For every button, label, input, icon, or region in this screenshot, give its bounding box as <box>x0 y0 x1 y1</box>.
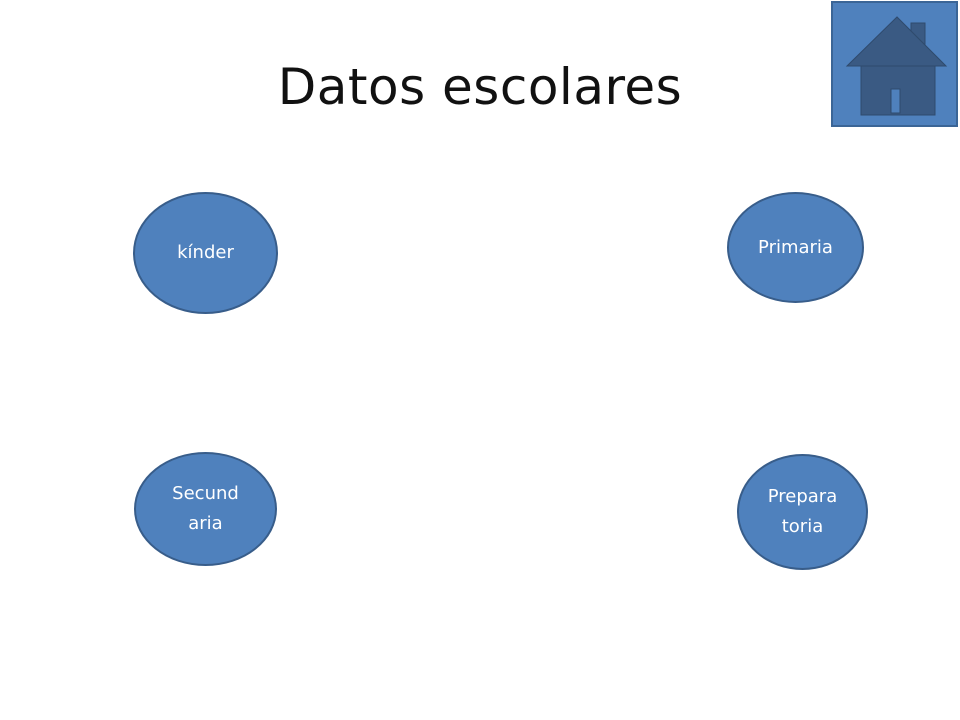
node-primaria[interactable]: Primaria <box>727 192 864 303</box>
home-button[interactable] <box>831 1 958 127</box>
node-kinder-label: kínder <box>177 242 234 263</box>
node-primaria-label: Primaria <box>758 236 833 258</box>
house-icon <box>845 16 948 116</box>
slide-title: Datos escolares <box>277 58 683 116</box>
node-preparatoria[interactable]: Prepara toria <box>737 454 868 570</box>
node-kinder[interactable]: kínder <box>133 192 278 314</box>
node-secundaria-label: Secund aria <box>172 483 239 534</box>
node-preparatoria-label: Prepara toria <box>767 486 838 537</box>
node-secundaria[interactable]: Secund aria <box>134 452 277 566</box>
